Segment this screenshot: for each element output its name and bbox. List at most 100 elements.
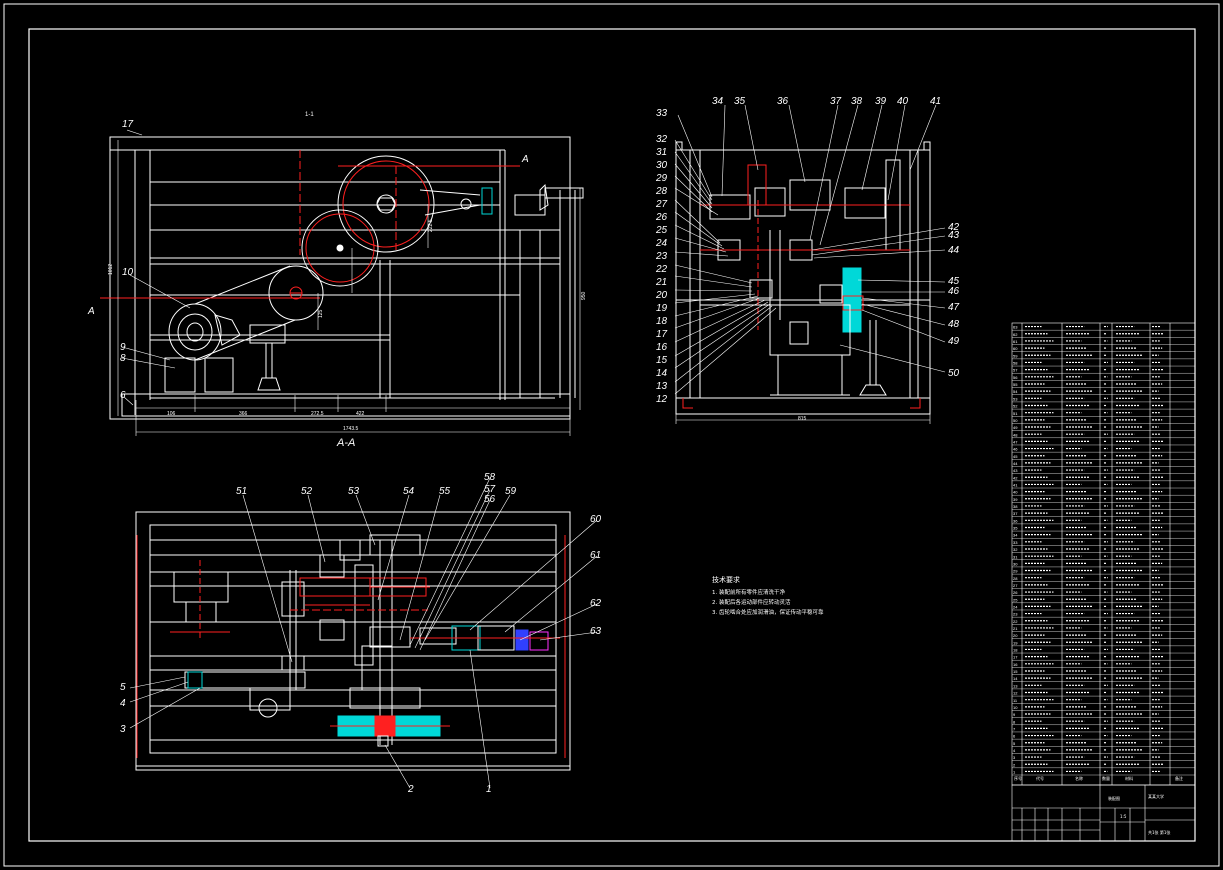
bom-row-number: 29 (1013, 569, 1018, 574)
section-marker-left: A (87, 306, 95, 317)
side-label-32: 32 (656, 134, 668, 145)
bom-row-number: 19 (1013, 640, 1018, 645)
side-label-38: 38 (851, 96, 863, 107)
plan-view (129, 477, 598, 789)
front-view: 1-1 (100, 112, 584, 436)
bom-header-material: 材料 (1125, 775, 1133, 781)
bom-row-number: 60 (1013, 346, 1018, 351)
bom-row-number: 15 (1013, 669, 1018, 674)
bom-row-number: 32 (1013, 547, 1018, 552)
plan-label-54: 54 (403, 486, 415, 497)
side-view (674, 104, 946, 424)
bom-row-number: 43 (1013, 468, 1018, 473)
bom-row-number: 18 (1013, 648, 1018, 653)
plan-label-53: 53 (348, 486, 360, 497)
dim-left: 1012 (108, 264, 114, 275)
dim-106: 106 (167, 411, 176, 417)
bom-row-number: 36 (1013, 518, 1018, 523)
label-8: 8 (120, 353, 126, 364)
plan-label-2: 2 (407, 784, 414, 795)
bom-row-number: 33 (1013, 540, 1018, 545)
bom-row-number: 11 (1013, 698, 1018, 703)
side-label-46: 46 (948, 286, 960, 297)
side-label-43: 43 (948, 230, 960, 241)
side-label-22: 22 (655, 264, 668, 275)
bom-row-number: 25 (1013, 597, 1018, 602)
bom-row-number: 49 (1013, 425, 1018, 430)
bom-row-number: 41 (1013, 483, 1018, 488)
title-sheet: 共1张 第1张 (1148, 829, 1170, 835)
bom-row-number: 51 (1013, 411, 1018, 416)
bom-row-number: 22 (1013, 619, 1018, 624)
side-label-48: 48 (948, 319, 960, 330)
plan-label-58: 58 (484, 472, 496, 483)
tech-note-3: 3. 齿轮啮合处应加润滑油，保证传动平稳可靠 (712, 608, 824, 616)
bom-row-number: 3 (1013, 755, 1016, 760)
bom-row-number: 55 (1013, 382, 1018, 387)
bom-row-number: 54 (1013, 389, 1018, 394)
plan-label-55: 55 (439, 486, 451, 497)
bom-row-number: 21 (1013, 626, 1018, 631)
section-marker-right: A (521, 154, 529, 165)
bom-row-number: 10 (1013, 705, 1018, 710)
bom-row-number: 5 (1013, 741, 1016, 746)
side-label-12: 12 (656, 394, 668, 405)
bom-footer: 序号 代号 名称 数量 材料 备注 某某大学 装配图 1:5 共1张 第1张 (1014, 775, 1183, 835)
bom-row-number: 13 (1013, 683, 1018, 688)
bom-row-number: 57 (1013, 368, 1018, 373)
bom-row-number: 23 (1013, 612, 1018, 617)
side-label-40: 40 (897, 96, 909, 107)
bom-row-number: 26 (1013, 590, 1018, 595)
dim-center-b: 125 (318, 309, 324, 318)
bom-row-number: 2 (1013, 762, 1016, 767)
bom-row-number: 37 (1013, 511, 1018, 516)
side-label-35: 35 (734, 96, 746, 107)
side-label-21: 21 (655, 277, 667, 288)
bom-row-number: 9 (1013, 712, 1016, 717)
bom-row-number: 44 (1013, 461, 1018, 466)
bom-row-number: 27 (1013, 583, 1018, 588)
side-label-36: 36 (777, 96, 789, 107)
bom-row-number: 16 (1013, 662, 1018, 667)
bom-header-code: 代号 (1036, 775, 1044, 781)
bom-row-number: 40 (1013, 490, 1018, 495)
label-6: 6 (120, 390, 126, 401)
inner-frame (28, 28, 1196, 842)
title-ratio: 1:5 (1120, 814, 1127, 819)
label-10: 10 (122, 267, 134, 278)
bom-row-number: 50 (1013, 418, 1018, 423)
bom-row-number: 30 (1013, 561, 1018, 566)
bom-row-number: 61 (1013, 339, 1018, 344)
side-label-17: 17 (656, 329, 668, 340)
side-label-45: 45 (948, 276, 960, 287)
outer-frame (3, 3, 1220, 867)
bom-row-number: 45 (1013, 454, 1018, 459)
title-drawing-name: 装配图 (1108, 795, 1120, 801)
plan-label-57: 57 (484, 484, 496, 495)
side-label-50: 50 (948, 368, 960, 379)
side-left-labels: 3332313029282726252423222120191817161514… (655, 108, 668, 405)
plan-label-51: 51 (236, 486, 247, 497)
bom-row-number: 20 (1013, 633, 1018, 638)
dim-422: 422 (356, 411, 365, 417)
bom-row-number: 7 (1013, 726, 1016, 731)
label-9: 9 (120, 342, 126, 353)
side-label-25: 25 (655, 225, 668, 236)
side-label-26: 26 (655, 212, 668, 223)
plan-label-4: 4 (120, 698, 126, 709)
plan-label-56: 56 (484, 494, 496, 505)
side-dim-bottom: 815 (798, 416, 807, 422)
plan-label-61: 61 (590, 550, 601, 561)
side-label-34: 34 (712, 96, 724, 107)
side-label-19: 19 (656, 303, 668, 314)
bom-rows: 6362616059585756555453525150494847464544… (1012, 325, 1195, 776)
bom-row-number: 34 (1013, 533, 1018, 538)
side-label-13: 13 (656, 381, 668, 392)
side-label-49: 49 (948, 336, 960, 347)
side-label-41: 41 (930, 96, 941, 107)
title-school: 某某大学 (1148, 793, 1164, 799)
